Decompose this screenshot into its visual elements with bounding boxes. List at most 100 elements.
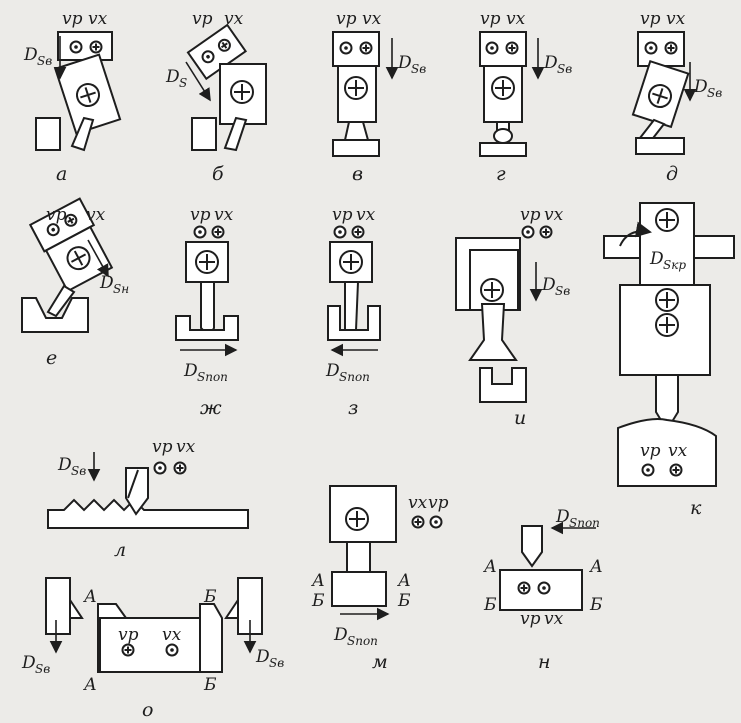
- label-ds: D: [333, 625, 348, 645]
- label-b-upper: Б: [397, 591, 411, 611]
- caption-k: к: [690, 497, 702, 519]
- label-ds: D: [255, 647, 270, 667]
- panel-n: [499, 521, 596, 611]
- panel-o: [45, 577, 263, 673]
- label-b-upper: Б: [589, 595, 603, 615]
- label-vp: vр: [428, 493, 449, 513]
- label-vx: vх: [86, 205, 106, 225]
- label-vx: vх: [666, 9, 686, 29]
- label-vp: vр: [62, 9, 83, 29]
- label-vp: vр: [480, 9, 501, 29]
- label-a-upper: А: [83, 587, 97, 607]
- label-vp: vр: [336, 9, 357, 29]
- panel-i: [455, 225, 553, 403]
- label-vx: vх: [162, 625, 182, 645]
- label-sub: Sв: [555, 284, 570, 298]
- label-b-upper: Б: [203, 587, 217, 607]
- panel-a: [35, 31, 122, 152]
- caption-l: л: [114, 539, 126, 561]
- label-sub: Sпоп: [197, 370, 228, 384]
- labels: vр vх D Sв а vр vх D S б vр vх D Sв в vр…: [21, 9, 722, 721]
- caption-e: е: [46, 347, 57, 369]
- label-vx: vх: [544, 609, 564, 629]
- label-sub: Sн: [113, 282, 129, 296]
- label-a-upper: А: [397, 571, 411, 591]
- label-ds: D: [649, 249, 664, 269]
- panel-g: [479, 31, 545, 157]
- label-vx: vх: [408, 493, 428, 513]
- label-a-upper: А: [483, 557, 497, 577]
- label-ds: D: [57, 455, 72, 475]
- caption-zh: ж: [200, 397, 222, 419]
- label-sub: Sв: [707, 86, 722, 100]
- label-ds: D: [23, 45, 38, 65]
- label-vx: vх: [88, 9, 108, 29]
- label-vp: vр: [46, 205, 67, 225]
- label-vp: vр: [192, 9, 213, 29]
- label-ds: D: [693, 77, 708, 97]
- label-b-upper: Б: [483, 595, 497, 615]
- label-vx: vх: [214, 205, 234, 225]
- label-sub: Sв: [269, 656, 284, 670]
- caption-z: з: [348, 397, 358, 419]
- label-sub: Sв: [71, 464, 86, 478]
- label-vx: vх: [544, 205, 564, 225]
- label-vx: vх: [506, 9, 526, 29]
- label-ds: D: [325, 361, 340, 381]
- label-ds: D: [397, 53, 412, 73]
- label-b-upper: Б: [203, 675, 217, 695]
- label-vp: vр: [190, 205, 211, 225]
- caption-n: н: [538, 651, 551, 673]
- label-vp: vр: [640, 9, 661, 29]
- caption-m: м: [372, 651, 388, 673]
- label-vx: vх: [668, 441, 688, 461]
- panel-zh: [175, 225, 239, 357]
- label-sub: Sкр: [663, 258, 686, 272]
- panel-v: [332, 31, 399, 157]
- caption-a: а: [56, 163, 67, 185]
- label-sub: Sв: [411, 62, 426, 76]
- label-sub: Sпоп: [569, 516, 600, 530]
- label-sub: S: [179, 76, 187, 90]
- panel-k: [603, 202, 735, 487]
- caption-g: г: [496, 163, 506, 185]
- label-sub: Sв: [37, 54, 52, 68]
- label-sub: Sв: [557, 62, 572, 76]
- panel-m: [329, 485, 443, 621]
- panel-z: [327, 225, 381, 357]
- label-a-upper: А: [83, 675, 97, 695]
- label-sub: Sпоп: [339, 370, 370, 384]
- label-ds: D: [541, 275, 556, 295]
- label-sub: Sв: [35, 662, 50, 676]
- label-ds: D: [99, 273, 114, 293]
- label-vx: vх: [356, 205, 376, 225]
- label-ds: D: [555, 507, 570, 527]
- label-vp: vр: [640, 441, 661, 461]
- label-a-upper: А: [589, 557, 603, 577]
- panel-l: [47, 452, 249, 529]
- label-a-upper: А: [311, 571, 325, 591]
- caption-i: и: [514, 407, 526, 429]
- caption-d: д: [666, 163, 678, 185]
- panel-b: [185, 23, 267, 152]
- label-vp: vр: [520, 205, 541, 225]
- label-vp: vр: [152, 437, 173, 457]
- label-vx: vх: [176, 437, 196, 457]
- caption-o: о: [142, 699, 153, 721]
- label-vp: vр: [520, 609, 541, 629]
- label-ds: D: [165, 67, 180, 87]
- label-ds: D: [543, 53, 558, 73]
- label-vx: vх: [224, 9, 244, 29]
- label-ds: D: [21, 653, 36, 673]
- caption-b: б: [212, 163, 224, 185]
- label-vp: vр: [118, 625, 139, 645]
- label-b-upper: Б: [311, 591, 325, 611]
- caption-v: в: [352, 163, 363, 185]
- label-vx: vх: [362, 9, 382, 29]
- label-sub: Sпоп: [347, 634, 378, 648]
- panel-d: [631, 31, 697, 155]
- label-vp: vр: [332, 205, 353, 225]
- label-ds: D: [183, 361, 198, 381]
